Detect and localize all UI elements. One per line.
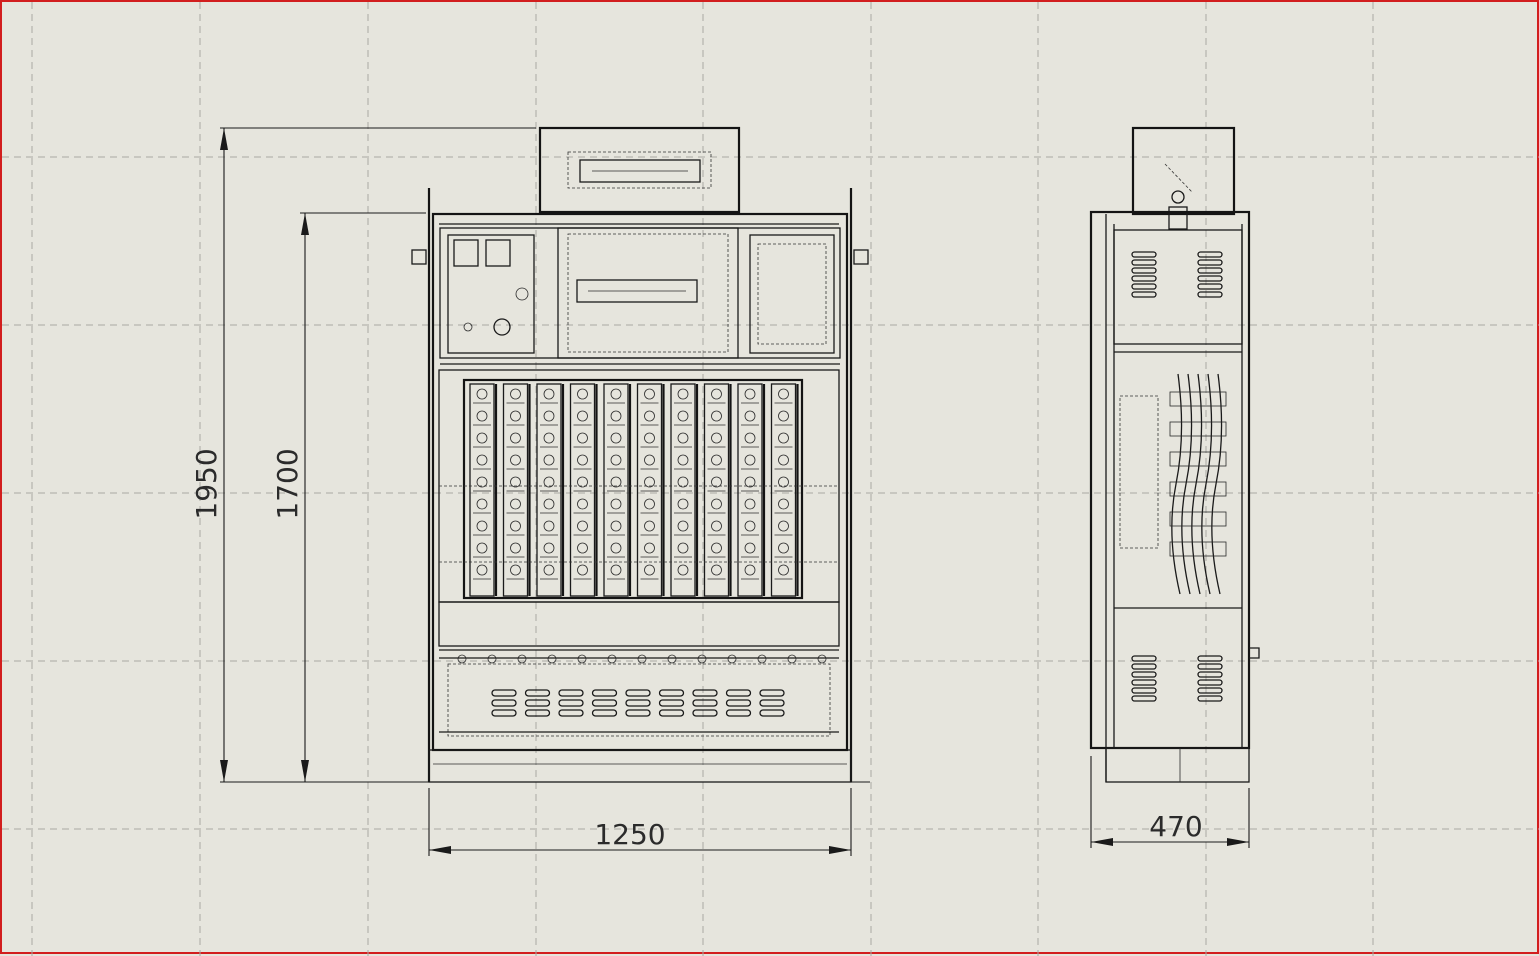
terminal-block-array	[462, 378, 804, 600]
terminal-columns	[469, 383, 799, 597]
side-internal-box	[1119, 395, 1159, 549]
right-lifting-lug	[853, 249, 869, 265]
lower-terminal-row	[457, 654, 827, 717]
lower-vent-compartment	[447, 663, 831, 737]
side-wiring	[1169, 373, 1227, 595]
side-top-hood	[1131, 126, 1236, 216]
lower-busbar-area	[438, 601, 840, 647]
left-lifting-lug	[411, 249, 427, 265]
dimension-label-1700: 1700	[271, 448, 304, 519]
dimension-side-depth: 470	[1090, 756, 1250, 848]
dimension-label-470: 470	[1149, 810, 1202, 843]
side-vent-groups	[1131, 251, 1223, 702]
dimension-cabinet-height: 1700	[271, 212, 426, 782]
front-view	[411, 126, 869, 783]
upper-control-compartment	[439, 227, 841, 365]
front-base-plinth	[428, 749, 852, 783]
side-view	[1089, 126, 1260, 783]
side-cabinet-body	[1089, 210, 1251, 750]
dimension-label-1250: 1250	[594, 818, 665, 851]
dimension-label-1950: 1950	[190, 448, 223, 519]
side-base	[1105, 747, 1250, 783]
front-top-hood	[538, 126, 741, 214]
side-upper-compartment	[1113, 229, 1243, 345]
dimension-overall-height: 1950	[190, 127, 870, 783]
dimension-front-width: 1250	[428, 788, 852, 856]
